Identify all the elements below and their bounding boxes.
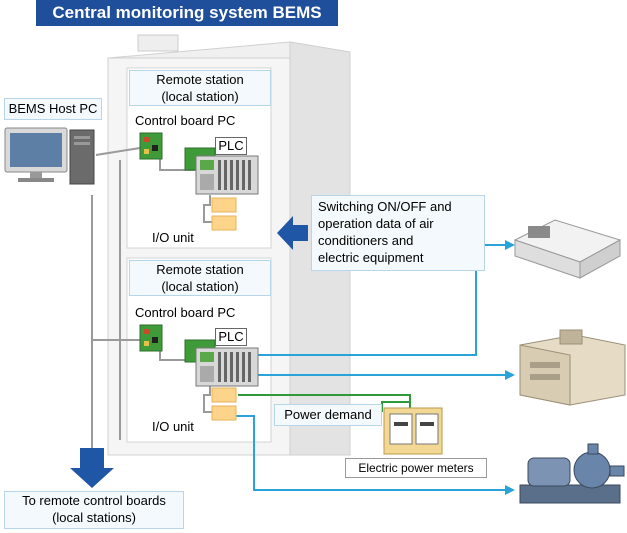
callout-line2: operation data of air (318, 216, 434, 231)
station-header-2: Remote station (local station) (129, 260, 271, 296)
power-meters-label: Electric power meters (345, 458, 487, 478)
control-board-label-2: Control board PC (135, 305, 236, 320)
callout-line1: Switching ON/OFF and (318, 199, 452, 214)
station-header-1-line2: (local station) (161, 89, 239, 104)
remote-boards-line2: (local stations) (52, 510, 136, 525)
io-unit-icon-2 (211, 387, 237, 421)
plc-label-1: PLC (215, 137, 247, 155)
control-board-icon-1 (139, 132, 163, 160)
plc-icon-2 (184, 339, 259, 387)
io-unit-label-1: I/O unit (152, 230, 194, 245)
signal-arrowheads (505, 240, 515, 495)
callout-box: Switching ON/OFF and operation data of a… (311, 195, 485, 271)
station-header-2-line2: (local station) (161, 279, 239, 294)
callout-line4: electric equipment (318, 250, 424, 265)
control-board-icon-2 (139, 324, 163, 352)
pump-motor-icon (519, 443, 625, 504)
control-board-label-1: Control board PC (135, 113, 236, 128)
chiller-icon (519, 329, 626, 406)
host-pc-icon (4, 127, 95, 185)
io-unit-icon-1 (211, 197, 237, 231)
plc-label-2: PLC (215, 328, 247, 346)
io-unit-label-2: I/O unit (152, 419, 194, 434)
host-pc-label: BEMS Host PC (4, 98, 102, 120)
station-header-1-line1: Remote station (156, 72, 244, 87)
down-arrow-icon (70, 448, 114, 488)
callout-line3: conditioners and (318, 233, 414, 248)
power-lines (238, 394, 411, 412)
signal-lines (234, 244, 505, 491)
power-meter-icon (383, 407, 443, 455)
air-conditioner-icon (513, 219, 622, 279)
remote-boards-box: To remote control boards (local stations… (4, 491, 184, 529)
data-flow-arrow-icon (277, 216, 308, 250)
station-header-1: Remote station (local station) (129, 70, 271, 106)
page-title: Central monitoring system BEMS (36, 0, 338, 26)
power-demand-label: Power demand (274, 404, 382, 426)
plc-icon-1 (184, 147, 259, 195)
network-lines (91, 147, 212, 450)
station-header-2-line1: Remote station (156, 262, 244, 277)
remote-boards-line1: To remote control boards (22, 493, 166, 508)
